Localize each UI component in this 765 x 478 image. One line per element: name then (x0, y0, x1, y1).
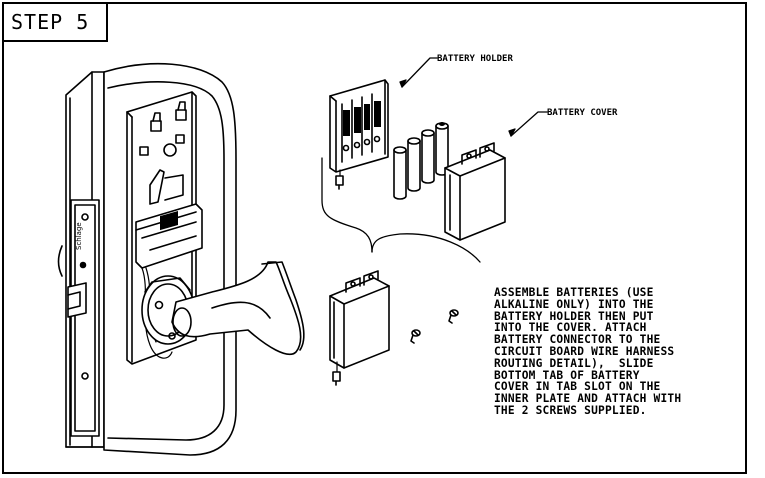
battery-cover-exploded (444, 142, 506, 241)
battery-holder (329, 79, 389, 190)
assembly-instructions: ASSEMBLE BATTERIES (USE ALKALINE ONLY) I… (494, 286, 682, 417)
callout-battery-cover: BATTERY COVER (508, 108, 618, 137)
lock-brand-label: Schlage (75, 222, 83, 250)
screw (448, 309, 459, 324)
aa-batteries (393, 122, 449, 200)
callout-battery-holder: BATTERY HOLDER (399, 54, 513, 88)
step-title: STEP 5 (11, 10, 90, 34)
screws (410, 309, 459, 344)
assembly-bracket (321, 157, 481, 263)
battery-cover-label: BATTERY COVER (547, 108, 618, 118)
lever-handle (141, 261, 305, 355)
screw (410, 329, 421, 344)
step-title-box: STEP 5 (4, 4, 108, 42)
battery-holder-label: BATTERY HOLDER (437, 54, 513, 64)
battery-cover-assembled (329, 270, 390, 386)
